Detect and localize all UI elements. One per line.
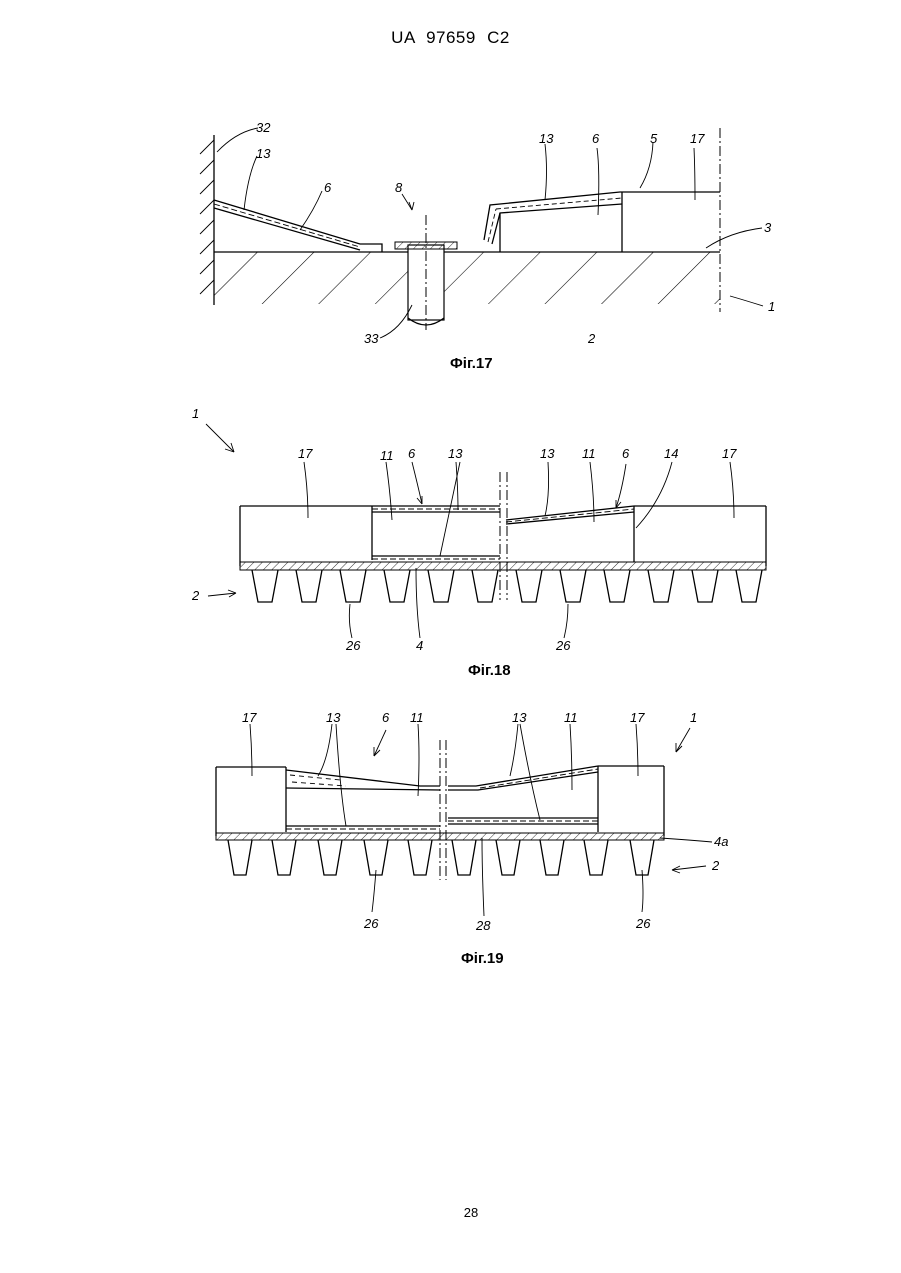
label-26: 26	[555, 638, 571, 653]
label-6: 6	[622, 446, 630, 461]
label-17: 17	[298, 446, 313, 461]
label-1: 1	[192, 406, 199, 421]
label-2: 2	[711, 858, 720, 873]
label-2: 2	[587, 331, 596, 346]
label-32: 32	[256, 120, 271, 135]
label-17: 17	[690, 131, 705, 146]
label-1: 1	[768, 299, 775, 314]
label-11: 11	[582, 446, 596, 461]
page-number: 28	[0, 1205, 901, 1220]
figure-19-drawing: 17 13 6 11 13 11 17 1 4a 2 26 28 26	[0, 700, 901, 940]
label-13: 13	[256, 146, 271, 161]
figure-17-caption: Фіг.17	[450, 355, 493, 372]
label-11: 11	[380, 448, 394, 463]
label-13: 13	[540, 446, 555, 461]
label-14: 14	[664, 446, 678, 461]
label-13: 13	[448, 446, 463, 461]
label-6: 6	[408, 446, 416, 461]
label-26: 26	[635, 916, 651, 931]
label-8: 8	[395, 180, 403, 195]
label-6: 6	[592, 131, 600, 146]
label-13: 13	[539, 131, 554, 146]
label-17: 17	[630, 710, 645, 725]
label-2: 2	[191, 588, 200, 603]
figure-18-drawing: 1 17 11 6 13 13 11 6 14 17 2 26 4 26	[0, 400, 901, 660]
label-13: 13	[512, 710, 527, 725]
label-3: 3	[764, 220, 772, 235]
label-4: 4	[416, 638, 423, 653]
figure-18-caption: Фіг.18	[468, 662, 511, 679]
label-26: 26	[363, 916, 379, 931]
figure-19-caption: Фіг.19	[461, 950, 504, 967]
label-6: 6	[324, 180, 332, 195]
label-4a: 4a	[714, 834, 728, 849]
label-26: 26	[345, 638, 361, 653]
label-17: 17	[722, 446, 737, 461]
label-1: 1	[690, 710, 697, 725]
figure-17-drawing: 32 13 6 8 13 6 5 17 3 1 33 2	[0, 0, 901, 380]
label-11: 11	[410, 710, 424, 725]
label-17: 17	[242, 710, 257, 725]
label-11: 11	[564, 710, 578, 725]
label-28: 28	[475, 918, 491, 933]
label-6: 6	[382, 710, 390, 725]
label-33: 33	[364, 331, 379, 346]
label-5: 5	[650, 131, 658, 146]
label-13: 13	[326, 710, 341, 725]
